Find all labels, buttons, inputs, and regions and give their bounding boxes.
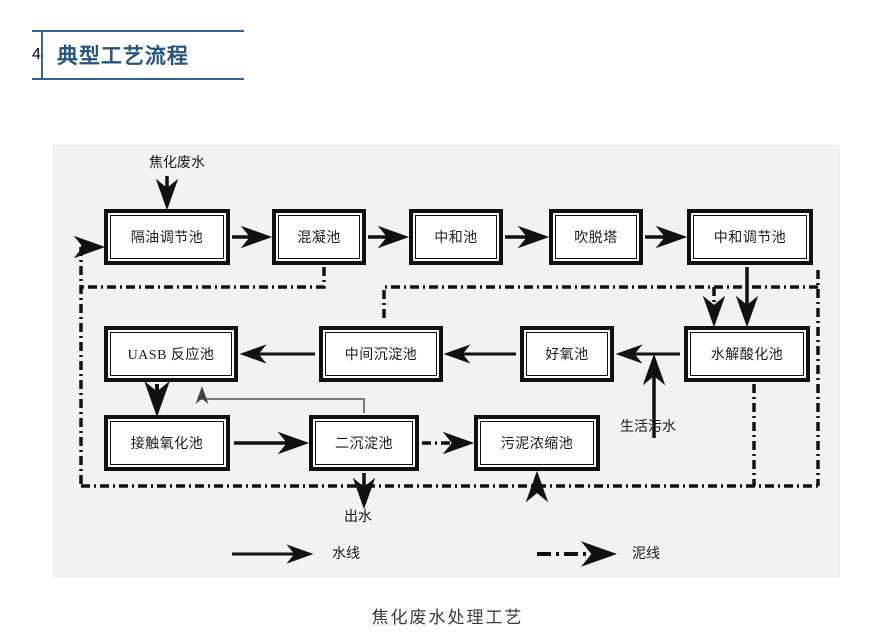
domestic-sewage-label: 生活污水 <box>620 420 676 435</box>
box-coagulation-tank[interactable]: 混凝池 <box>272 209 366 265</box>
box-label: 二沉淀池 <box>335 437 393 452</box>
section-header-divider <box>40 32 43 78</box>
legend-sludge-line-label: 泥线 <box>632 547 660 562</box>
box-label: 好氧池 <box>545 348 589 363</box>
box-aerobic-tank[interactable]: 好氧池 <box>520 326 614 382</box>
box-label: 隔油调节池 <box>130 231 204 246</box>
box-contact-oxidation-tank[interactable]: 接触氧化池 <box>104 415 230 471</box>
box-label: 中间沉淀池 <box>344 348 418 363</box>
box-uasb-reactor[interactable]: UASB 反应池 <box>104 326 238 382</box>
inflow-label: 焦化废水 <box>149 156 205 171</box>
box-intermediate-sedimentation-tank[interactable]: 中间沉淀池 <box>319 326 443 382</box>
page-title: 典型工艺流程 <box>56 45 189 68</box>
box-neutralization-regulating-tank[interactable]: 中和调节池 <box>687 209 813 265</box>
box-label: 中和调节池 <box>713 231 787 246</box>
box-oil-separation-regulating-tank[interactable]: 隔油调节池 <box>104 209 230 265</box>
box-label: 混凝池 <box>297 231 341 246</box>
section-number: 4 <box>32 46 41 63</box>
outflow-label: 出水 <box>344 510 372 525</box>
figure-caption: 焦化废水处理工艺 <box>371 608 524 627</box>
legend-water-line-label: 水线 <box>332 547 360 562</box>
section-header: 4 典型工艺流程 <box>32 30 244 80</box>
flow-connectors <box>73 176 820 567</box>
box-hydrolysis-acidification-tank[interactable]: 水解酸化池 <box>684 326 810 382</box>
box-label: 接触氧化池 <box>130 437 204 452</box>
box-label: 污泥浓缩池 <box>500 437 574 452</box>
box-secondary-sedimentation-tank[interactable]: 二沉淀池 <box>309 415 419 471</box>
box-sludge-thickening-tank[interactable]: 污泥浓缩池 <box>474 415 600 471</box>
box-label: 水解酸化池 <box>710 348 784 363</box>
box-label: UASB 反应池 <box>127 348 215 363</box>
box-label: 中和池 <box>434 231 478 246</box>
box-label: 吹脱塔 <box>574 231 618 246</box>
box-neutralization-tank[interactable]: 中和池 <box>409 209 503 265</box>
process-flow-diagram-panel: 焦化废水 出水 生活污水 隔油调节池 混凝池 中和池 吹脱塔 中和调节池 UAS… <box>53 145 840 577</box>
box-stripping-tower[interactable]: 吹脱塔 <box>549 209 643 265</box>
